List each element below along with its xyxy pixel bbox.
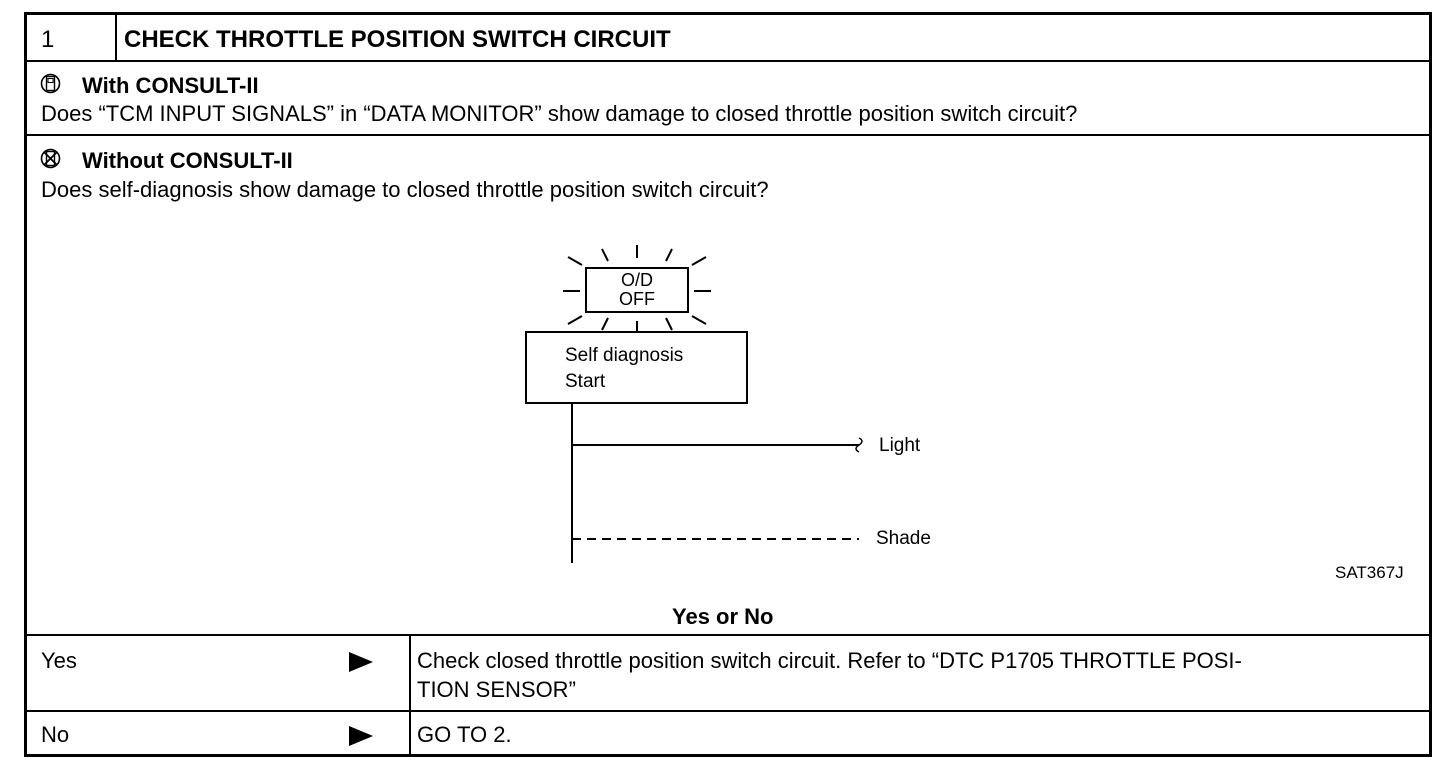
- answer-yes-label: Yes: [41, 648, 77, 673]
- consult-device-icon: [40, 73, 61, 94]
- step-number: 1: [41, 26, 55, 53]
- header-divider: [115, 15, 117, 60]
- row-divider: [27, 134, 1429, 136]
- arrow-right-icon: [349, 726, 373, 746]
- answer-yes-action-line2: TION SENSOR”: [417, 677, 576, 702]
- od-off-lamp: [585, 267, 689, 313]
- box-text-start: Start: [565, 371, 606, 392]
- answer-no-label: No: [41, 722, 70, 747]
- procedure-table: 1 CHECK THROTTLE POSITION SWITCH CIRCUIT…: [24, 12, 1432, 757]
- without-consult-question: Does self-diagnosis show damage to close…: [41, 177, 769, 202]
- lamp-flash-rays: [563, 245, 711, 333]
- self-diagnosis-diagram: [525, 245, 863, 563]
- break-mark: [855, 437, 863, 453]
- light-label: Light: [879, 435, 921, 456]
- no-consult-icon: [40, 148, 61, 169]
- with-consult-question: Does “TCM INPUT SIGNALS” in “DATA MONITO…: [41, 101, 1078, 126]
- arrow-right-icon: [349, 652, 373, 672]
- with-consult-heading: With CONSULT-II: [82, 73, 259, 98]
- shade-label: Shade: [876, 528, 931, 549]
- lamp-text-off: OFF: [619, 289, 655, 309]
- answer-no-action: GO TO 2.: [417, 722, 512, 747]
- row-divider: [27, 634, 1429, 636]
- box-text-self-diagnosis: Self diagnosis: [565, 345, 684, 366]
- without-consult-heading: Without CONSULT-II: [82, 148, 293, 173]
- figure-id: SAT367J: [1335, 563, 1404, 582]
- row-divider: [27, 710, 1429, 712]
- lamp-text-od: O/D: [620, 270, 653, 290]
- step-title: CHECK THROTTLE POSITION SWITCH CIRCUIT: [124, 26, 671, 53]
- row-divider: [27, 60, 1429, 62]
- yes-or-no-heading: Yes or No: [672, 604, 774, 629]
- self-diagnosis-box: [525, 331, 748, 404]
- answer-divider: [409, 634, 411, 754]
- answer-yes-action-line1: Check closed throttle position switch ci…: [417, 648, 1242, 673]
